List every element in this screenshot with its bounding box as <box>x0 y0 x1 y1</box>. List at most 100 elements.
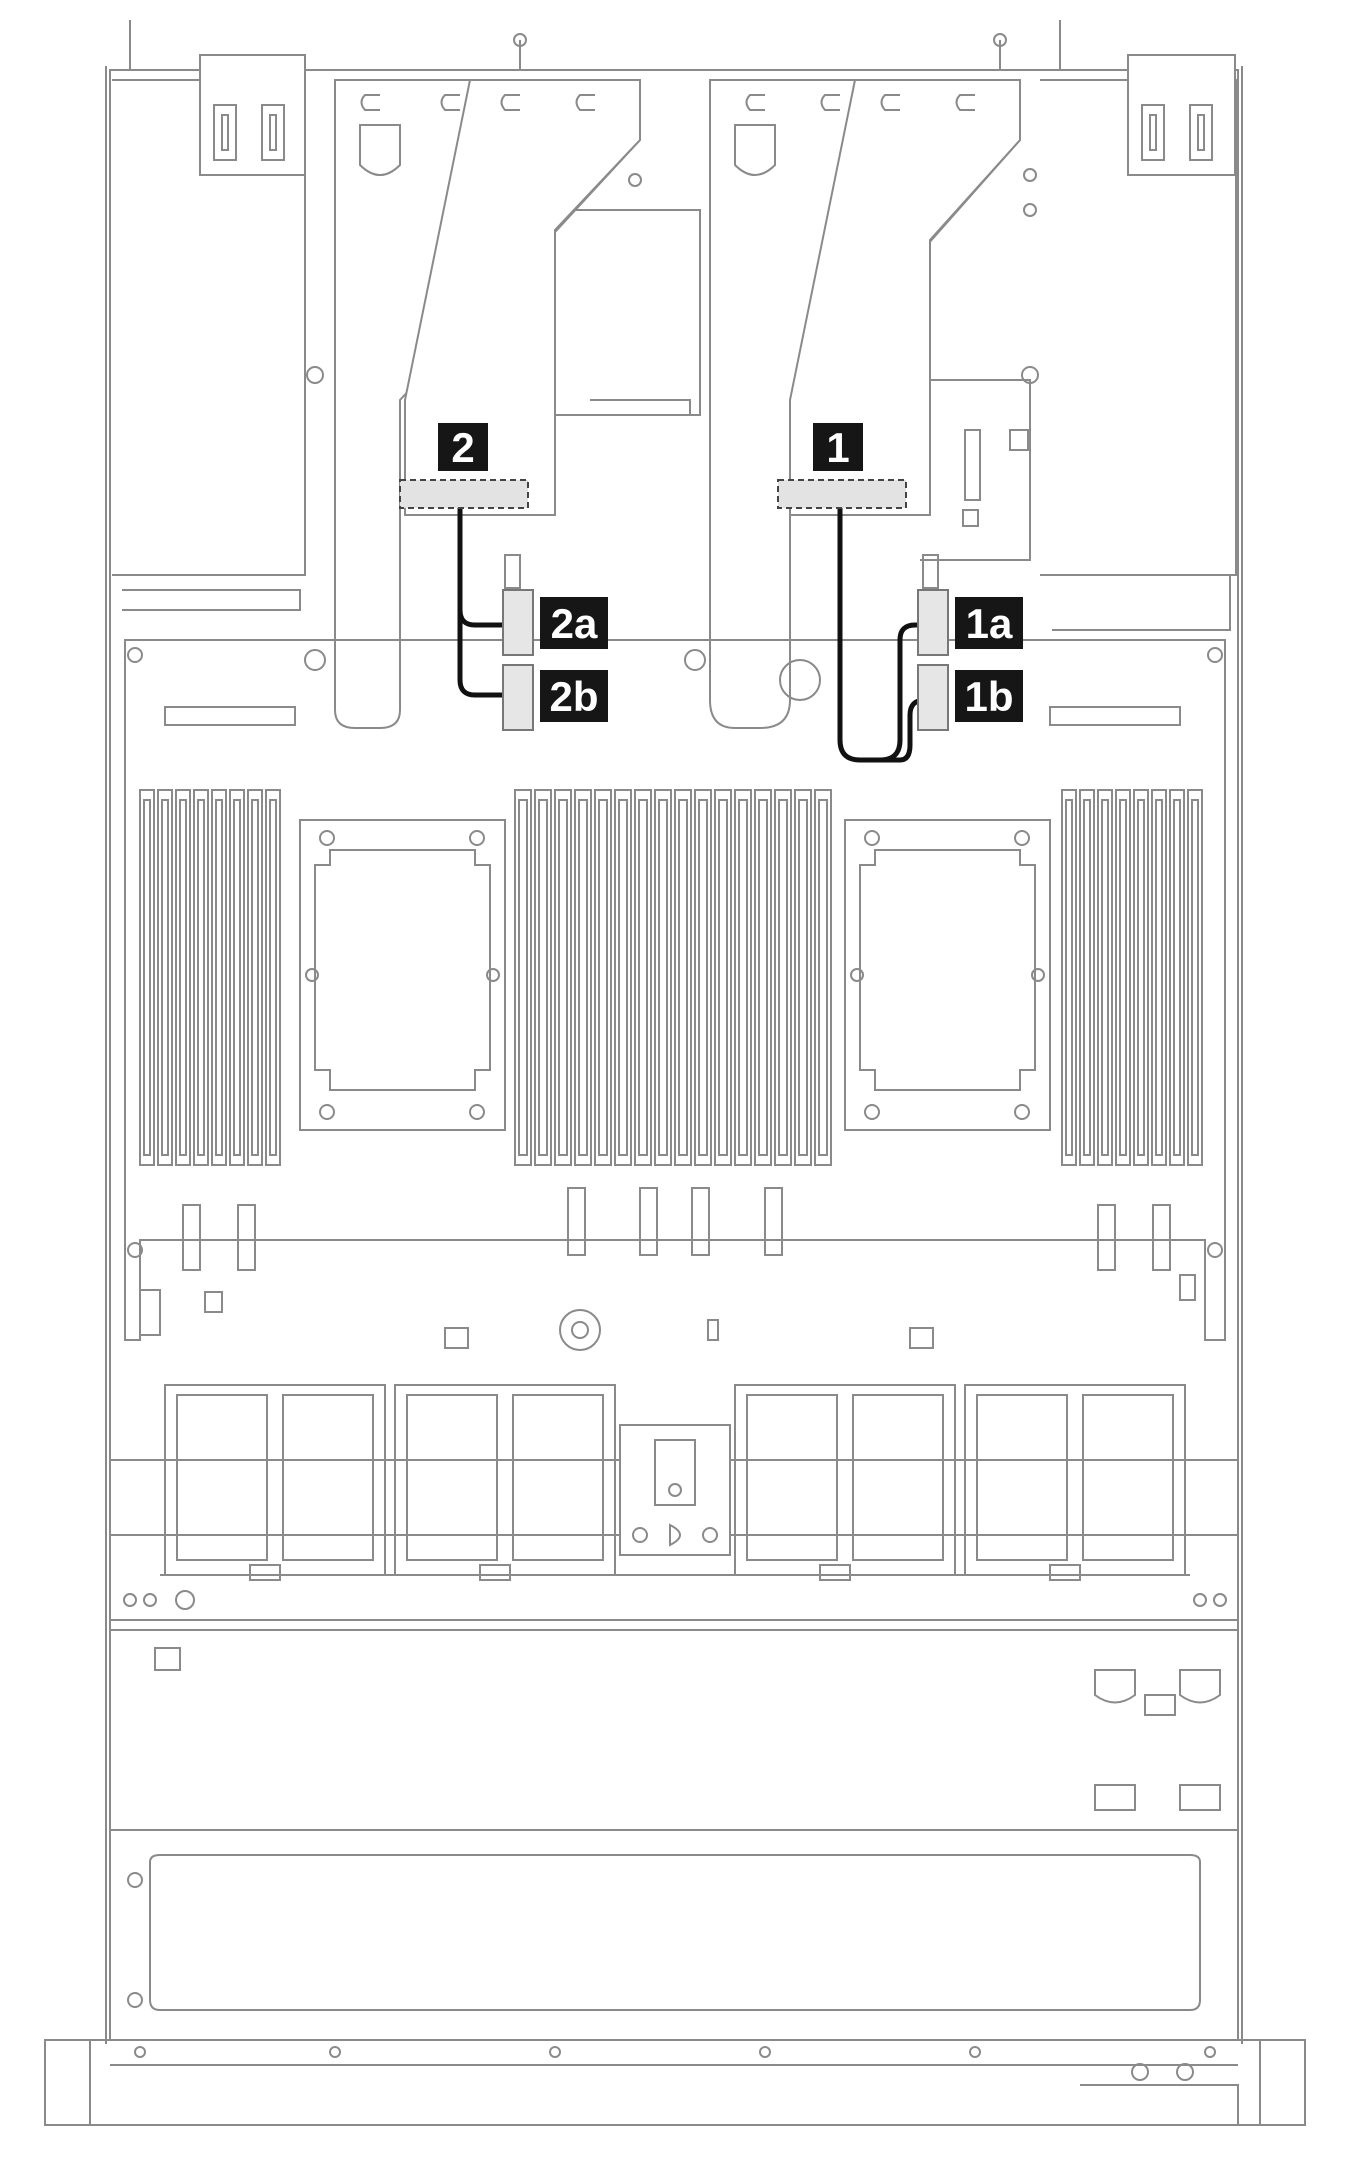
dimm-slot-inner <box>718 799 728 1156</box>
dimm-slot-inner <box>179 799 187 1156</box>
dimm-slot <box>193 789 209 1166</box>
riser-2-connector <box>399 479 529 509</box>
dimm-slot-inner <box>269 799 277 1156</box>
dimm-slot-inner <box>143 799 151 1156</box>
psu-right <box>1040 54 1237 631</box>
dimm-slot <box>1151 789 1167 1166</box>
rear-board-area <box>306 168 1039 561</box>
fan-handle <box>1049 1564 1081 1581</box>
riser-1 <box>684 79 1021 729</box>
svg-text:1a: 1a <box>966 600 1013 647</box>
dimm-slot <box>774 789 792 1166</box>
dimm-slot-inner <box>1119 799 1127 1156</box>
dimm-slot <box>265 789 281 1166</box>
fan-handle <box>249 1564 281 1581</box>
dimm-slot-inner <box>738 799 748 1156</box>
motherboard <box>124 639 1226 1341</box>
dimm-slot <box>514 789 532 1166</box>
dimm-slot <box>794 789 812 1166</box>
dimm-slot-inner <box>1155 799 1163 1156</box>
dimm-slot-inner <box>538 799 548 1156</box>
dimm-slot <box>594 789 612 1166</box>
dimm-slot <box>714 789 732 1166</box>
dimm-slot <box>229 789 245 1166</box>
dimm-slot <box>614 789 632 1166</box>
dimm-slot-inner <box>618 799 628 1156</box>
riser-1-connector <box>777 479 907 509</box>
fan-rotor-left <box>746 1394 838 1561</box>
connector-1b <box>917 664 949 731</box>
front-panel <box>44 2039 1306 2126</box>
dimm-slot-inner <box>1065 799 1073 1156</box>
fan-module <box>964 1384 1186 1576</box>
dimm-slot <box>574 789 592 1166</box>
riser-2 <box>304 79 641 729</box>
psu-left <box>112 54 306 611</box>
dimm-slot <box>814 789 832 1166</box>
connector-1a <box>917 554 949 656</box>
fan-rotor-right <box>282 1394 374 1561</box>
dimm-slot <box>1115 789 1131 1166</box>
lower-chassis <box>110 1590 1238 2011</box>
dimm-slot <box>754 789 772 1166</box>
dimm-slot-inner <box>638 799 648 1156</box>
dimm-slot <box>1133 789 1149 1166</box>
dimm-slot-inner <box>1191 799 1199 1156</box>
fan-cage <box>110 1384 1238 1581</box>
dimm-slot-inner <box>215 799 223 1156</box>
dimm-slot-inner <box>197 799 205 1156</box>
connector-2a <box>502 554 534 656</box>
dimm-slot <box>634 789 652 1166</box>
dimm-slot <box>175 789 191 1166</box>
dimm-slot-inner <box>758 799 768 1156</box>
dimm-slot-inner <box>518 799 528 1156</box>
fan-rotor-left <box>406 1394 498 1561</box>
dimm-slot <box>1169 789 1185 1166</box>
fan-rotor-left <box>176 1394 268 1561</box>
dimm-slot <box>211 789 227 1166</box>
dimm-slot <box>654 789 672 1166</box>
dimm-slot-inner <box>598 799 608 1156</box>
dimm-slot-inner <box>798 799 808 1156</box>
dimm-slot-inner <box>1101 799 1109 1156</box>
dimm-slot-inner <box>1173 799 1181 1156</box>
dimm-slot <box>139 789 155 1166</box>
svg-text:1b: 1b <box>964 673 1013 720</box>
svg-text:2b: 2b <box>549 673 598 720</box>
dimm-slot <box>1079 789 1095 1166</box>
dimm-slot-inner <box>251 799 259 1156</box>
svg-text:2: 2 <box>451 424 474 471</box>
dimm-slot-inner <box>233 799 241 1156</box>
dimm-slot-inner <box>1137 799 1145 1156</box>
cpu-socket-left <box>299 819 506 1131</box>
dimm-slot-inner <box>558 799 568 1156</box>
fan-handle <box>479 1564 511 1581</box>
fan-rotor-left <box>976 1394 1068 1561</box>
svg-text:1: 1 <box>826 424 849 471</box>
dimm-slot-inner <box>658 799 668 1156</box>
callout-1b: 1b <box>955 670 1023 722</box>
callout-2b: 2b <box>540 670 608 722</box>
svg-text:2a: 2a <box>551 600 598 647</box>
dimm-slot <box>1061 789 1077 1166</box>
dimm-slot <box>247 789 263 1166</box>
dimm-bank-left <box>139 789 281 1166</box>
cpu-socket-right <box>844 819 1051 1131</box>
fan-rotor-right <box>852 1394 944 1561</box>
dimm-slot <box>534 789 552 1166</box>
fan-rotor-right <box>512 1394 604 1561</box>
callout-riser-2: 2 <box>438 423 488 471</box>
dimm-bank-center <box>514 789 832 1166</box>
dimm-slot <box>734 789 752 1166</box>
dimm-slot <box>694 789 712 1166</box>
dimm-slot <box>554 789 572 1166</box>
fan-handle <box>819 1564 851 1581</box>
dimm-bank-right <box>1061 789 1203 1166</box>
dimm-slot-inner <box>578 799 588 1156</box>
fan-rotor-right <box>1082 1394 1174 1561</box>
callout-riser-1: 1 <box>813 423 863 471</box>
fan-module <box>164 1384 386 1576</box>
fan-cage-latch <box>619 1424 731 1556</box>
board-connectors <box>139 1187 1196 1351</box>
